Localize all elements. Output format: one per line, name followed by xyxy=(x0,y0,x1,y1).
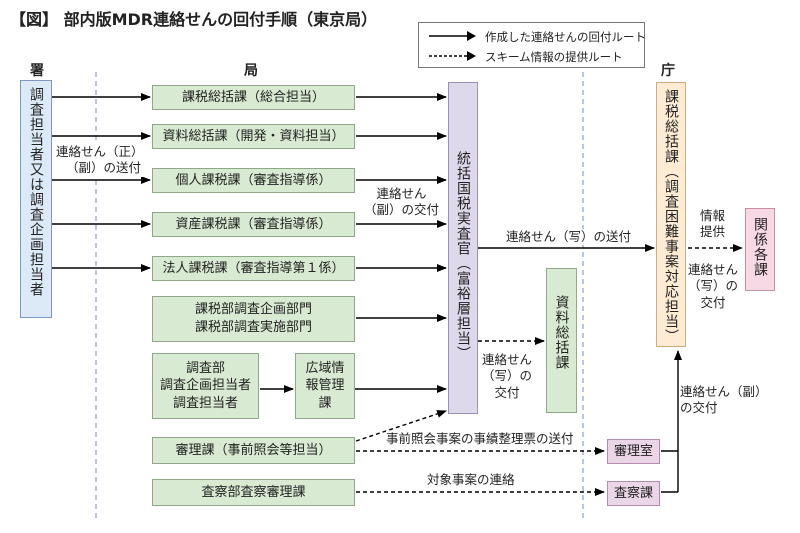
label-jouhou-teikyou: 情報 提供 xyxy=(700,208,726,241)
box-chousabu-line1: 調査部 xyxy=(185,360,225,376)
label-utsushi-koufu-right-line3: 交付 xyxy=(700,294,726,310)
column-label-kyoku: 局 xyxy=(244,63,258,79)
box-kankei-kakuka-label: 関係各課 xyxy=(752,217,768,277)
label-utsushi-koufu-right: 連絡せん （写）の 交付 xyxy=(688,262,739,311)
box-chousabu-line2: 調査企画担当者 xyxy=(159,378,251,394)
label-utsushi-koufu-mid-line2: （写）の xyxy=(482,368,533,384)
box-chousabu-line3: 調査担当者 xyxy=(172,395,238,411)
box-kazeibu-line2: 課税部調査実施部門 xyxy=(194,320,312,335)
sho-box-label: 調査担当者又は調査企画担当者 xyxy=(28,87,44,297)
legend: 作成した連絡せんの回付ルート スキーム情報の提供ルート xyxy=(418,22,646,68)
label-fuku-koufu-line1: 連絡せん xyxy=(376,186,427,201)
label-utsushi-koufu-right-line1: 連絡せん xyxy=(688,262,739,277)
column-label-cho: 庁 xyxy=(661,63,675,79)
label-jizen-shoukai: 事前照会事案の事績整理票の送付 xyxy=(386,431,574,448)
label-fuku-koufu-right: 連絡せん（副） の交付 xyxy=(680,384,768,417)
box-shinrishitsu: 審理室 xyxy=(607,439,660,464)
box-cho-kazei-soukatsu: 課税総括課（調査困難事案対応担当） xyxy=(656,82,686,347)
label-fuku-soufu: 連絡せん（正） （副）の送付 xyxy=(56,144,144,177)
box-toukatsu-label: 統括国税実査官（富裕層担当） xyxy=(455,151,471,361)
label-taishou-renraku: 対象事案の連絡 xyxy=(427,472,515,489)
box-toukatsu: 統括国税実査官（富裕層担当） xyxy=(448,82,478,414)
label-jouhou-teikyou-line2: 提供 xyxy=(700,224,726,240)
box-houjin-kazei: 法人課税課（審査指導第１係） xyxy=(152,256,355,281)
label-jouhou-teikyou-line1: 情報 xyxy=(700,208,726,223)
label-fuku-soufu-line2: （副）の送付 xyxy=(66,160,142,176)
box-sasatsu-shinri: 査察部査察審理課 xyxy=(152,479,355,506)
label-fuku-koufu-right-line1: 連絡せん（副） xyxy=(680,384,768,399)
box-kazeibu: 課税部調査企画部門 課税部調査実施部門 xyxy=(152,296,355,342)
label-fuku-koufu-right-line2: の交付 xyxy=(680,400,718,416)
box-shiryou-soukatsu-vertical: 資料総括課 xyxy=(546,268,577,413)
legend-dashed-arrow-icon xyxy=(429,51,476,61)
sho-box: 調査担当者又は調査企画担当者 xyxy=(20,80,52,318)
box-shiryou-soukatsu: 資料総括課（開発・資料担当） xyxy=(152,124,355,149)
box-kazeibu-line1: 課税部調査企画部門 xyxy=(194,302,312,318)
legend-dashed-label: スキーム情報の提供ルート xyxy=(485,50,623,64)
box-shinri: 審理課（事前照会等担当） xyxy=(152,437,355,464)
label-utsushi-koufu-right-line2: （写）の xyxy=(688,278,739,294)
box-kazei-soukatsu: 課税総括課（総合担当） xyxy=(152,85,355,110)
label-utsushi-koufu-mid-line1: 連絡せん xyxy=(482,352,533,367)
box-cho-kazei-soukatsu-label: 課税総括課（調査困難事案対応担当） xyxy=(663,89,679,344)
label-utsushi-koufu-mid-line3: 交付 xyxy=(494,384,520,400)
box-sasatsuka: 査察課 xyxy=(607,481,660,506)
label-utsushi-soufu: 連絡せん（写）の送付 xyxy=(506,229,632,246)
legend-solid-label: 作成した連絡せんの回付ルート xyxy=(485,30,646,44)
box-kojin-kazei: 個人課税課（審査指導係） xyxy=(152,168,355,193)
label-fuku-koufu-line2: （副）の交付 xyxy=(364,202,440,218)
label-fuku-soufu-line1: 連絡せん（正） xyxy=(56,144,144,159)
legend-solid-arrow-icon xyxy=(429,31,476,41)
box-shisan-kazei: 資産課税課（審査指導係） xyxy=(152,212,355,237)
legend-dashed-row: スキーム情報の提供ルート xyxy=(427,48,623,64)
label-fuku-koufu: 連絡せん （副）の交付 xyxy=(364,186,440,219)
legend-solid-row: 作成した連絡せんの回付ルート xyxy=(427,28,646,44)
box-chousabu: 調査部 調査企画担当者 調査担当者 xyxy=(152,353,259,419)
box-kankei-kakuka: 関係各課 xyxy=(745,208,775,291)
page-title: 【図】 部内版MDR連絡せんの回付手順（東京局） xyxy=(10,10,378,29)
column-label-sho: 署 xyxy=(30,63,44,79)
box-shiryou-soukatsu-vertical-label: 資料総括課 xyxy=(553,295,570,370)
box-kouiki: 広域情報管理課 xyxy=(295,353,355,419)
label-utsushi-koufu-mid: 連絡せん （写）の 交付 xyxy=(482,352,533,401)
